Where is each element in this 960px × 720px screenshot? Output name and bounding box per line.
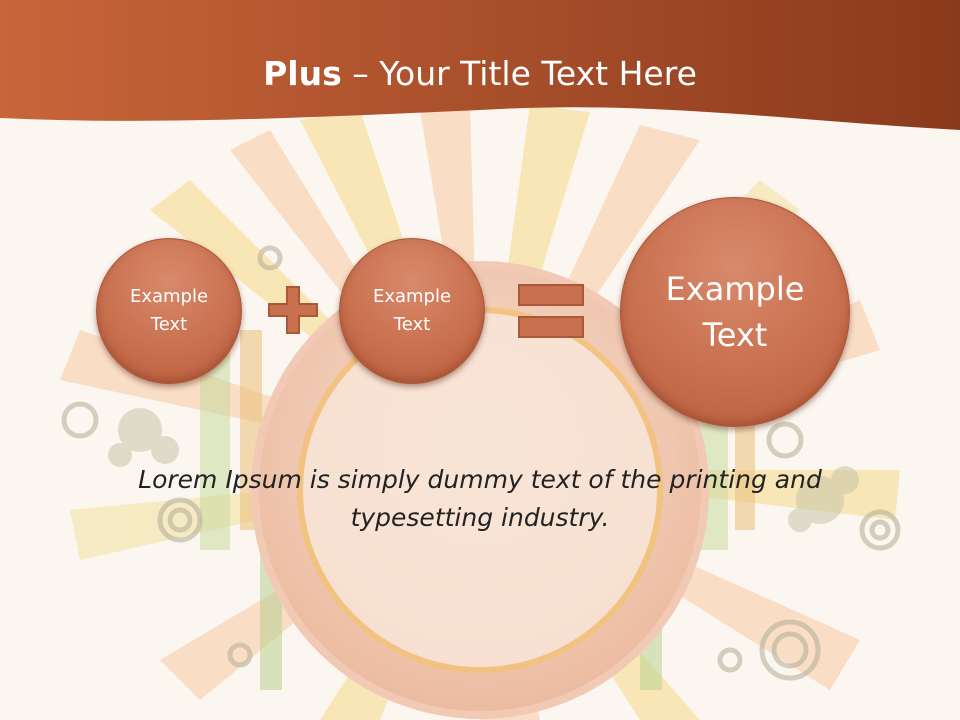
decorative-splats	[108, 408, 859, 532]
title-bold: Plus	[263, 54, 342, 93]
body-text: Lorem Ipsum is simply dummy text of the …	[138, 465, 822, 532]
title-rest: – Your Title Text Here	[341, 54, 697, 93]
result-circle[interactable]: Example Text	[620, 197, 850, 427]
slide-title: Plus – Your Title Text Here	[0, 52, 960, 96]
example-circle-2[interactable]: Example Text	[339, 238, 485, 384]
title-banner	[0, 0, 960, 130]
example-circle-1-label: Example Text	[129, 286, 209, 335]
decorative-rings	[61, 245, 901, 681]
result-circle-label: Example Text	[665, 270, 805, 354]
example-circle-2-label: Example Text	[372, 286, 452, 335]
example-circle-1[interactable]: Example Text	[96, 238, 242, 384]
